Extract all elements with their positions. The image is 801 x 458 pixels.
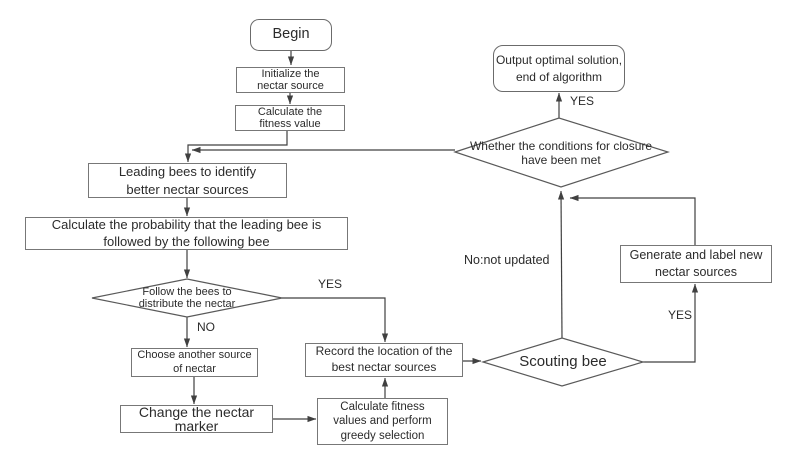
generate-new-sources-node: Generate and label new nectar sources <box>620 245 772 283</box>
record-location-node: Record the location of the best nectar s… <box>305 343 463 377</box>
initialize-nectar-source-node: Initialize the nectar source <box>236 67 345 93</box>
output-optimal-solution-node: Output optimal solution, end of algorith… <box>493 45 625 92</box>
edge-scouting-yes-to-generate <box>643 283 699 363</box>
scouting-bee-diamond-label: Scouting bee <box>519 353 607 370</box>
change-nectar-marker-node: Change the nectar marker <box>120 405 273 433</box>
edge-follow-yes-to-record <box>282 297 389 343</box>
edge-generate-to-closureline <box>569 194 696 245</box>
closure-check-diamond <box>453 117 670 188</box>
follow-yes-label: YES <box>318 277 343 291</box>
choose-another-source-node: Choose another source of nectar <box>131 348 258 377</box>
calculate-fitness-value-node: Calculate the fitness value <box>235 105 345 131</box>
greedy-selection-node: Calculate fitness values and perform gre… <box>317 398 448 445</box>
follow-bees-diamond-label: Follow the bees to distribute the nectar <box>138 285 236 310</box>
scouting-yes-label: YES <box>668 308 693 322</box>
scouting-bee-diamond <box>480 337 646 387</box>
follow-no-label: NO <box>197 320 215 334</box>
scouting-not-updated-label: No:not updated <box>464 253 550 267</box>
leading-bees-node: Leading bees to identify better nectar s… <box>88 163 287 198</box>
follow-bees-diamond <box>91 278 283 318</box>
closure-check-diamond-label: Whether the conditions for closure have … <box>469 138 653 167</box>
closure-yes-label: YES <box>570 94 595 108</box>
edge-calcfitness-to-leadingbees <box>184 131 288 163</box>
calculate-probability-node: Calculate the probability that the leadi… <box>25 217 348 250</box>
begin-node: Begin <box>250 19 332 51</box>
edge-scouting-no-to-closure <box>557 190 565 339</box>
